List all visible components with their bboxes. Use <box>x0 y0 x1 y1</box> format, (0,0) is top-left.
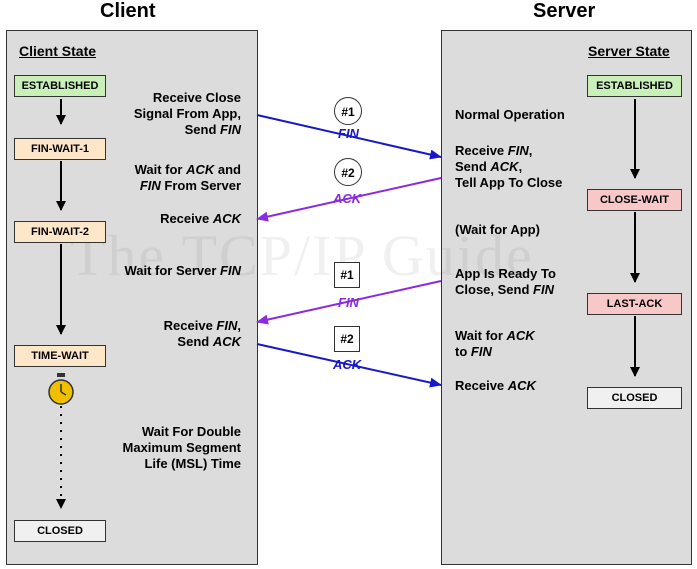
server-label-normal-operation: Normal Operation <box>455 107 565 122</box>
client-state-established: ESTABLISHED <box>14 75 106 97</box>
message-number-badge: #1 <box>334 97 362 125</box>
msg-arrow-ack-4 <box>256 343 442 388</box>
message-number-badge: #2 <box>334 326 360 352</box>
server-state-heading: Server State <box>588 43 670 59</box>
client-state-time-wait: TIME-WAIT <box>14 345 106 367</box>
client-label-receive-fin-send-ack: Receive FIN, Send ACK <box>163 318 241 349</box>
client-label-receive-ack: Receive ACK <box>160 211 241 226</box>
client-label-wait-double-msl: Wait For Double Maximum Segment Life (MS… <box>122 424 241 471</box>
client-state-fin-wait-2: FIN-WAIT-2 <box>14 221 106 243</box>
client-state-closed: CLOSED <box>14 520 106 542</box>
message-number-badge: #2 <box>334 158 362 186</box>
client-state-fin-wait-1: FIN-WAIT-1 <box>14 138 106 160</box>
client-label-receive-close: Receive Close Signal From App, Send FIN <box>133 90 241 137</box>
server-label-receive-ack: Receive ACK <box>455 378 536 393</box>
msg-arrow-fin-3 <box>256 280 442 325</box>
server-state-established: ESTABLISHED <box>587 75 682 97</box>
client-label-wait-ack-fin: Wait for ACK and FIN From Server <box>134 162 241 193</box>
message-label-ack: ACK <box>333 357 362 372</box>
message-number-badge: #1 <box>334 262 360 288</box>
msg-arrow-ack-2 <box>256 177 442 222</box>
server-state-close-wait: CLOSE-WAIT <box>587 189 682 211</box>
server-state-closed: CLOSED <box>587 387 682 409</box>
message-label-fin: FIN <box>338 295 359 310</box>
watermark: The TCP/IP Guide <box>70 223 534 288</box>
message-label-fin: FIN <box>338 126 359 141</box>
server-label-receive-fin: Receive FIN, Send ACK, Tell App To Close <box>455 143 563 190</box>
client-state-heading: Client State <box>19 43 97 59</box>
server-label-wait-ack: Wait for ACK to FIN <box>455 328 535 359</box>
server-state-last-ack: LAST-ACK <box>587 293 682 315</box>
msg-arrow-fin-1 <box>256 114 442 160</box>
server-label-app-ready: App Is Ready To Close, Send FIN <box>455 266 556 297</box>
client-label-wait-server-fin: Wait for Server FIN <box>124 263 241 278</box>
server-label-wait-for-app: (Wait for App) <box>455 222 540 237</box>
message-label-ack: ACK <box>333 191 362 206</box>
server-title: Server <box>533 0 596 22</box>
client-panel <box>6 30 258 565</box>
client-title: Client <box>100 0 156 22</box>
